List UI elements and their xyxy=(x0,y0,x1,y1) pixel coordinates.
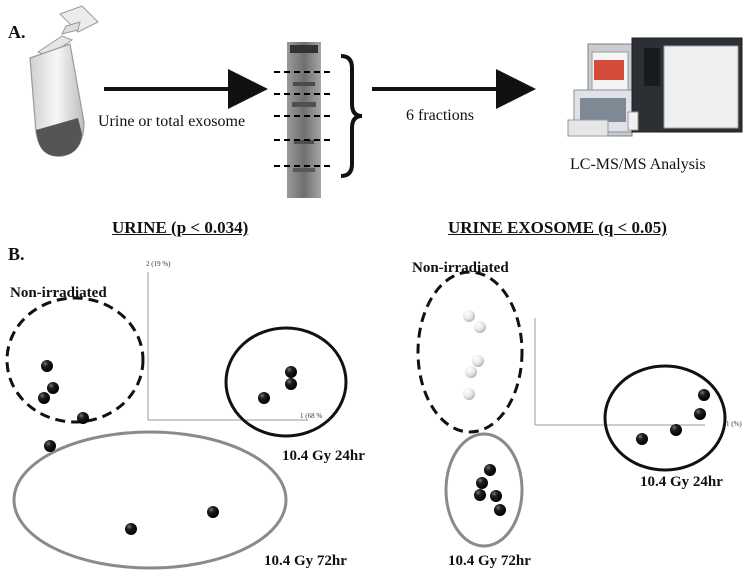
point xyxy=(41,360,53,372)
point xyxy=(285,378,297,390)
urine-24hr-label: 10.4 Gy 24hr xyxy=(282,448,365,464)
point xyxy=(694,408,706,420)
panel-b-label: B. xyxy=(8,244,25,264)
exosome-x-axis-label: 1 (%) xyxy=(726,420,742,428)
exosome-axes xyxy=(534,318,705,426)
exosome-24hr-ellipse xyxy=(603,364,727,472)
gel-lane-image xyxy=(274,42,334,198)
point xyxy=(472,355,484,367)
urine-non-irradiated-ellipse xyxy=(5,296,145,424)
urine-title: URINE (p < 0.034) xyxy=(112,218,249,237)
instrument-text: LC-MS/MS Analysis xyxy=(570,156,706,173)
urine-x-axis-label: 1 (68 % xyxy=(300,412,323,420)
fractions-bracket xyxy=(340,54,363,178)
point xyxy=(698,389,710,401)
point xyxy=(490,490,502,502)
arrow-1-text: Urine or total exosome xyxy=(98,113,246,130)
exosome-72hr-label: 10.4 Gy 72hr xyxy=(448,553,531,569)
exosome-non-irradiated-ellipse xyxy=(416,270,524,434)
point xyxy=(125,523,137,535)
tube-icon xyxy=(29,5,99,157)
arrow-2-text: 6 fractions xyxy=(406,107,474,124)
urine-non-irradiated-label: Non-irradiated xyxy=(10,285,107,301)
point xyxy=(474,321,486,333)
urine-24hr-ellipse xyxy=(224,326,348,438)
point xyxy=(285,366,297,378)
point xyxy=(47,382,59,394)
exosome-title: URINE EXOSOME (q < 0.05) xyxy=(448,218,667,237)
urine-72hr-label: 10.4 Gy 72hr xyxy=(264,553,347,569)
point xyxy=(474,489,486,501)
urine-points xyxy=(38,360,297,535)
exosome-24hr-label: 10.4 Gy 24hr xyxy=(640,474,723,490)
lc-ms-instrument-icon xyxy=(567,37,743,137)
point xyxy=(463,310,475,322)
point xyxy=(670,424,682,436)
point xyxy=(44,440,56,452)
point xyxy=(494,504,506,516)
urine-axes xyxy=(147,272,308,421)
point xyxy=(463,388,475,400)
point xyxy=(636,433,648,445)
point xyxy=(465,366,477,378)
exosome-non-irradiated-label: Non-irradiated xyxy=(412,260,509,276)
point xyxy=(476,477,488,489)
point xyxy=(484,464,496,476)
point xyxy=(77,412,89,424)
point xyxy=(38,392,50,404)
urine-72hr-ellipse xyxy=(12,430,288,570)
urine-y-axis-label: 2 (19 %) xyxy=(146,260,171,268)
point xyxy=(207,506,219,518)
exosome-points xyxy=(463,310,710,516)
panel-a-label: A. xyxy=(8,22,26,42)
exosome-72hr-ellipse xyxy=(444,432,524,548)
point xyxy=(258,392,270,404)
